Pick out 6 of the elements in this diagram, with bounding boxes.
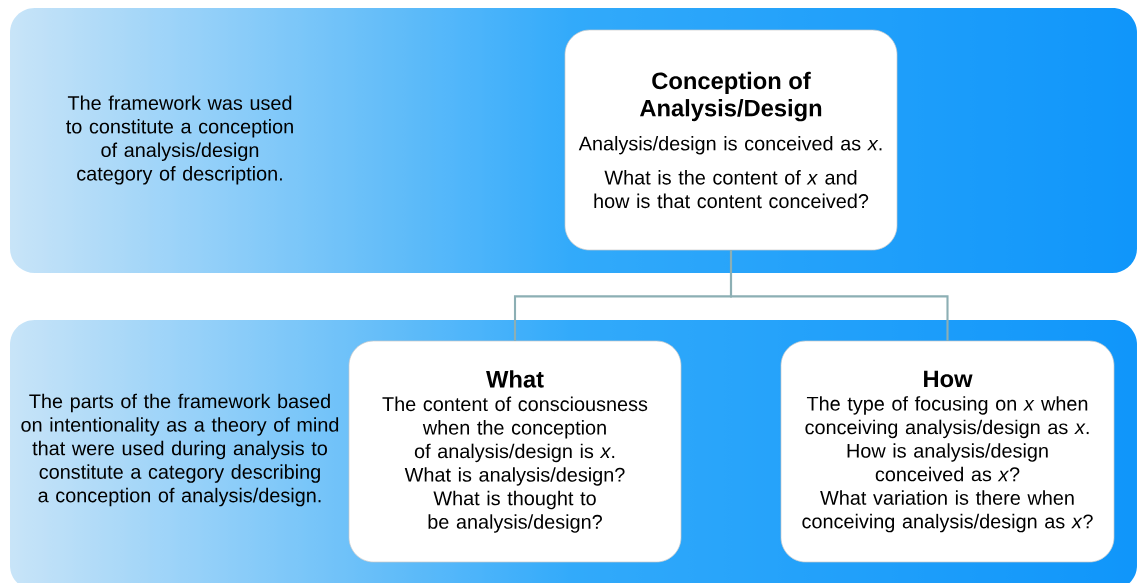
text-box: Conception of Analysis/Design Analysis/design is conceived as x. What is the content of x and how is that content conceived?: [564, 29, 898, 251]
text-box: What The content of consciousness when the conception of analysis/design is x. What is analysis/design? What is thought to be analysis/design?: [348, 340, 682, 563]
connector: [729, 250, 949, 341]
band-text: The framework was used to constitute a conception of analysis/design category of description.: [66, 95, 293, 185]
text-box: How The type of focusing on x when conceiving analysis/design as x. How is analysis/design conceived as x? What variation is there when conceiving analysis/design as x?: [780, 340, 1115, 563]
band-text: The parts of the framework based on intentionality as a theory of mind that were used during analysis to constitute a category describing a conception of analysis/design.: [21, 393, 339, 507]
